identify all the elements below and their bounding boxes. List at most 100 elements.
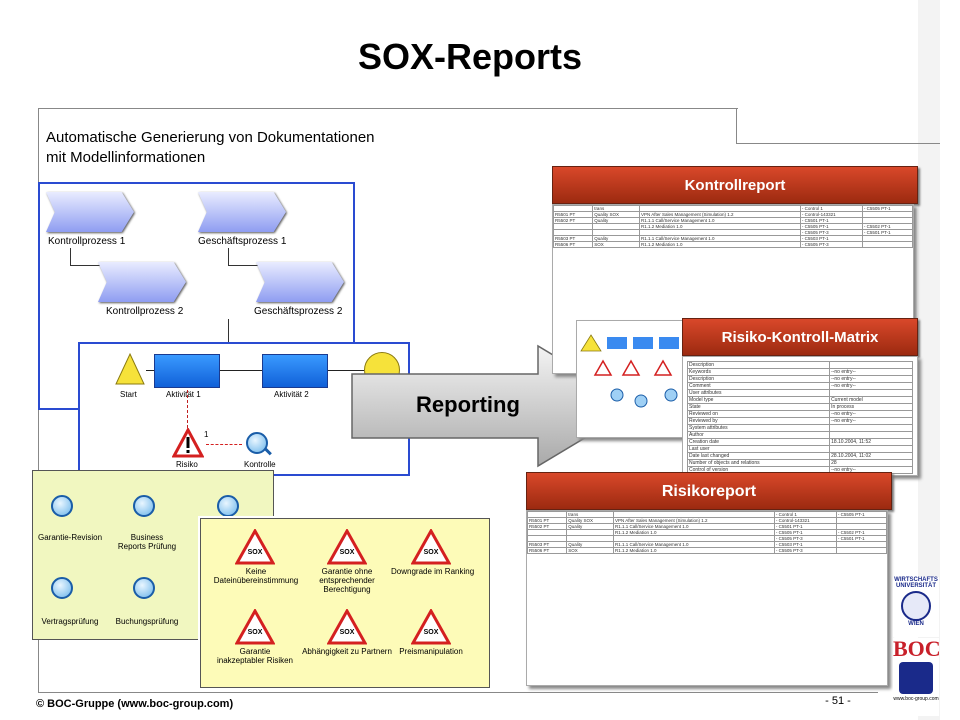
process-diagram-thumbnail [580, 334, 679, 408]
sox-text-2: SOX [339, 549, 355, 556]
risk-item-6: Preismanipulation [399, 647, 463, 656]
page-number: - 51 - [798, 692, 878, 707]
sox-text-1: SOX [247, 549, 263, 556]
matrix-cell: --no entry-- [829, 410, 913, 418]
risikoreport-cell [835, 547, 887, 554]
matrix-row: Author [686, 431, 913, 439]
university-logo-line-2: UNIVERSITÄT [895, 583, 936, 589]
risikoreport-banner[interactable]: Risikoreport [526, 472, 892, 510]
sox-text-3: SOX [423, 549, 439, 556]
sox-warning-icon-3[interactable] [411, 529, 451, 565]
control-icon-4[interactable] [51, 577, 73, 599]
university-logo: WIRTSCHAFTS UNIVERSITÄT WIEN [893, 577, 939, 637]
risk-link-dashed [187, 390, 188, 428]
control-label-4: Vertragsprüfung [41, 617, 99, 626]
process-label-2: Geschäftsprozess 1 [198, 236, 287, 247]
control-magnifier-icon[interactable] [246, 432, 268, 454]
risk-warning-icon[interactable] [172, 428, 204, 458]
boc-logo: BOC www.boc-group.com [893, 636, 941, 716]
connector-2 [228, 248, 258, 266]
sox-text-5: SOX [339, 629, 355, 636]
start-triangle-icon[interactable] [114, 352, 146, 386]
process-chevron-2[interactable] [198, 192, 286, 232]
process-chevron-4[interactable] [256, 262, 344, 302]
matrix-cell [829, 361, 913, 369]
matrix-cell: Creation date [686, 438, 831, 446]
risikoreport-cell: SOX [566, 547, 614, 554]
flow-arrow-1 [146, 370, 154, 371]
risk-item-5: Abhängigkeit zu Partnern [302, 647, 392, 656]
flow-arrow-2 [220, 370, 262, 371]
sox-warning-icon-4[interactable] [235, 609, 275, 645]
activity-1-label: Aktivität 1 [166, 390, 201, 399]
kontrollreport-cell: R5506 PT [553, 241, 594, 248]
kontrollreport-cell [861, 241, 913, 248]
matrix-cell: Author [686, 431, 831, 439]
control-icon-3[interactable] [217, 495, 239, 517]
activity-1-box[interactable] [154, 354, 220, 388]
process-chevron-3[interactable] [98, 262, 186, 302]
matrix-row: Description--no entry-- [686, 375, 913, 383]
subtitle-line-2: mit Modellinformationen [46, 149, 206, 166]
boc-logo-text: BOC [893, 636, 941, 661]
matrix-cell: Reviewed by [686, 417, 831, 425]
matrix-cell: User attributes [686, 389, 831, 397]
reporting-label: Reporting [416, 392, 520, 417]
sox-text-6: SOX [423, 629, 439, 636]
subtitle: Automatische Generierung von Dokumentati… [46, 128, 375, 168]
matrix-cell: System attributes [686, 424, 831, 432]
matrix-cell: Model type [686, 396, 831, 404]
matrix-cell: State [686, 403, 831, 411]
matrix-cell: Description [686, 361, 831, 369]
matrix-cell: Keywords [686, 368, 831, 376]
risikoreport-cell: R5506 PT [527, 547, 568, 554]
start-label: Start [120, 390, 137, 399]
risks-panel[interactable]: SOX Keine Dateinübereinstimmung SOX Gara… [198, 516, 492, 690]
flow-arrow-3 [328, 370, 364, 371]
matrix-banner[interactable]: Risiko-Kontroll-Matrix [682, 318, 918, 356]
process-label-3: Kontrollprozess 2 [106, 306, 184, 317]
matrix-row: Keywords--no entry-- [686, 368, 913, 376]
matrix-cell: Description [686, 375, 831, 383]
frame-line-top-right [736, 143, 940, 144]
kontrollreport-cell: SOX [592, 241, 640, 248]
frame-line-step [736, 108, 737, 144]
risk-label: Risiko [176, 460, 198, 469]
control-icon-1[interactable] [51, 495, 73, 517]
activity-2-label: Aktivität 2 [274, 390, 309, 399]
sox-warning-icon-2[interactable] [327, 529, 367, 565]
activity-2-box[interactable] [262, 354, 328, 388]
matrix-cell [829, 445, 913, 453]
matrix-cell: Last user [686, 445, 831, 453]
activity-model-panel[interactable]: Start Aktivität 1 Aktivität 2 1 Risiko K… [78, 342, 410, 476]
frame-line-top [38, 108, 738, 109]
connector-1 [70, 248, 100, 266]
sox-warning-icon-6[interactable] [411, 609, 451, 645]
control-label-2: Business Reports Prüfung [117, 533, 177, 551]
matrix-row: Reviewed on--no entry-- [686, 410, 913, 418]
risk-control-arrow [206, 444, 242, 445]
sox-warning-icon-1[interactable] [235, 529, 275, 565]
matrix-cell: Current model [829, 396, 913, 404]
matrix-cell: Comment [686, 382, 831, 390]
risk-item-1: Keine Dateinübereinstimmung [213, 567, 299, 585]
sox-text-4: SOX [247, 629, 263, 636]
kontrollreport-banner[interactable]: Kontrollreport [552, 166, 918, 204]
matrix-cell [829, 389, 913, 397]
matrix-cell: --no entry-- [829, 382, 913, 390]
sox-warning-icon-5[interactable] [327, 609, 367, 645]
control-icon-2[interactable] [133, 495, 155, 517]
risikoreport-cell: - C5505 PT-3 [773, 547, 837, 554]
matrix-row: Comment--no entry-- [686, 382, 913, 390]
control-label-1: Garantie-Revision [37, 533, 103, 542]
control-label-5: Buchungsprüfung [115, 617, 179, 626]
process-label-1: Kontrollprozess 1 [48, 236, 126, 247]
process-chevron-1[interactable] [46, 192, 134, 232]
control-icon-5[interactable] [133, 577, 155, 599]
page-title: SOX-Reports [357, 36, 583, 77]
process-model-panel[interactable]: Kontrollprozess 1 Geschäftsprozess 1 Kon… [38, 182, 355, 410]
